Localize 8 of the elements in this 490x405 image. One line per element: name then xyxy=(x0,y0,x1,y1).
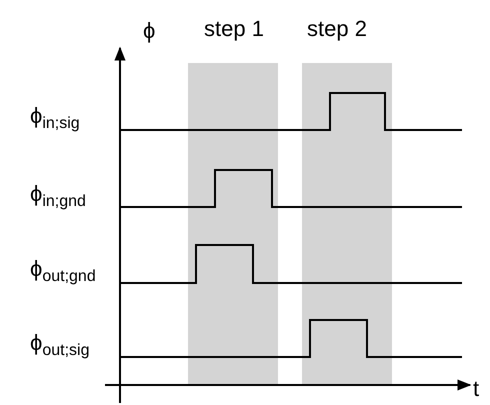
signal-label: ϕ$_{in;gnd}$ xyxy=(30,183,86,210)
axis-label: ϕ xyxy=(143,20,156,42)
step-label: step 1 xyxy=(204,18,264,40)
signal-label: ϕ$_{out;gnd}$ xyxy=(30,258,96,285)
signal-label: ϕ$_{out;sig}$ xyxy=(30,332,90,359)
axis-label: t xyxy=(473,378,480,400)
step-label: step 2 xyxy=(307,18,367,40)
signal-label: ϕ$_{in;sig}$ xyxy=(30,105,80,132)
